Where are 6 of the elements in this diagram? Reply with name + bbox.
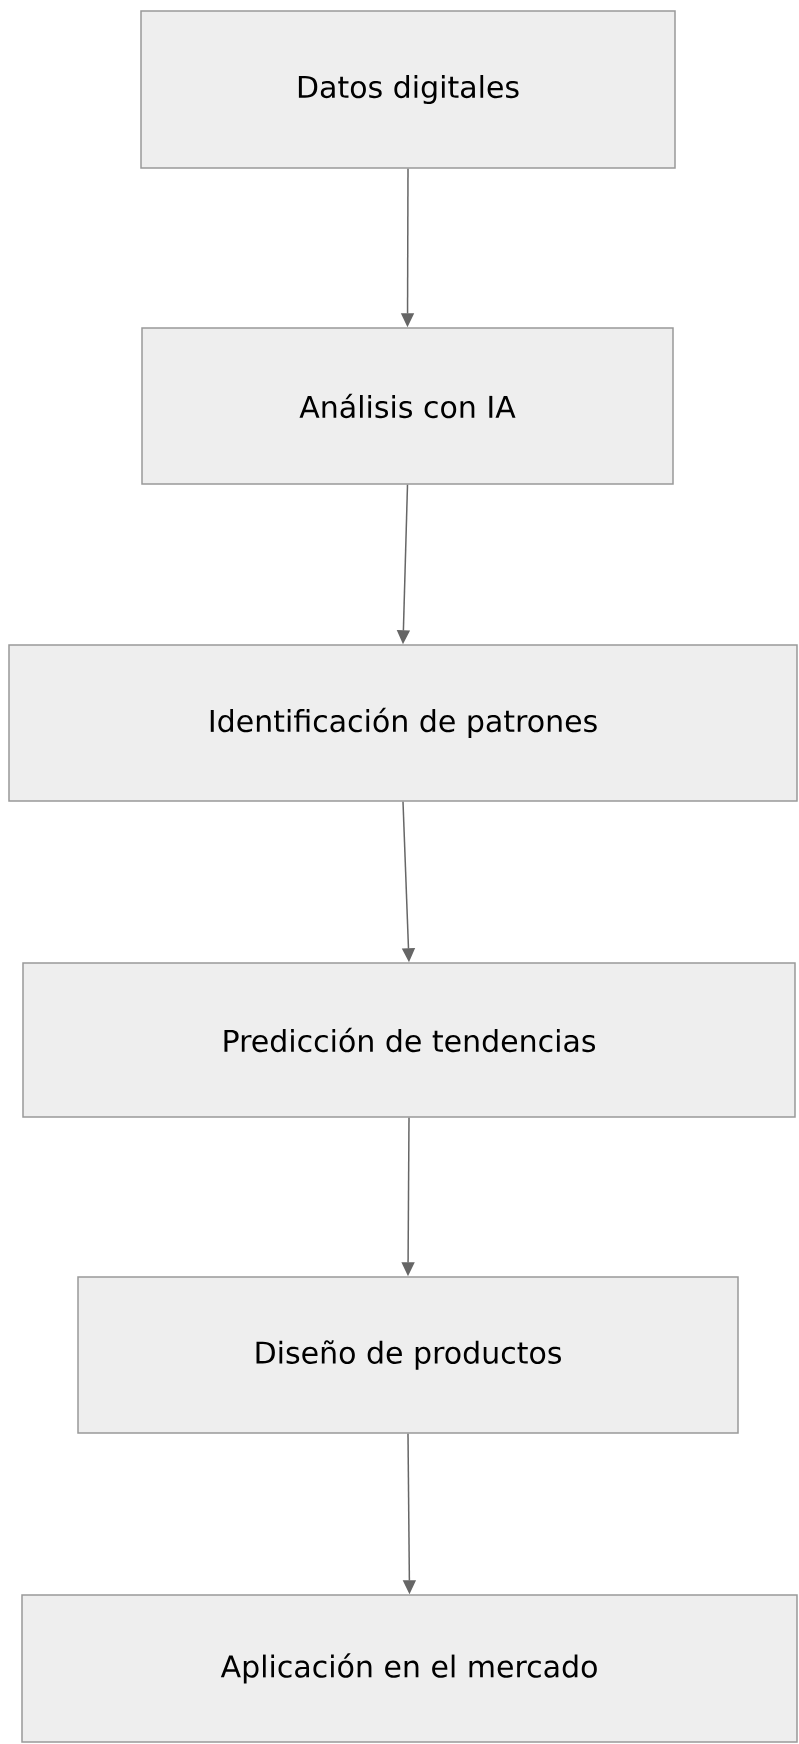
process-box: Identificación de patrones: [8, 644, 798, 802]
process-box: Diseño de productos: [77, 1276, 739, 1434]
process-box: Predicción de tendencias: [22, 962, 796, 1118]
process-box: Datos digitales: [140, 10, 676, 169]
process-box: Aplicación en el mercado: [21, 1594, 798, 1743]
process-box: Análisis con IA: [141, 327, 674, 485]
